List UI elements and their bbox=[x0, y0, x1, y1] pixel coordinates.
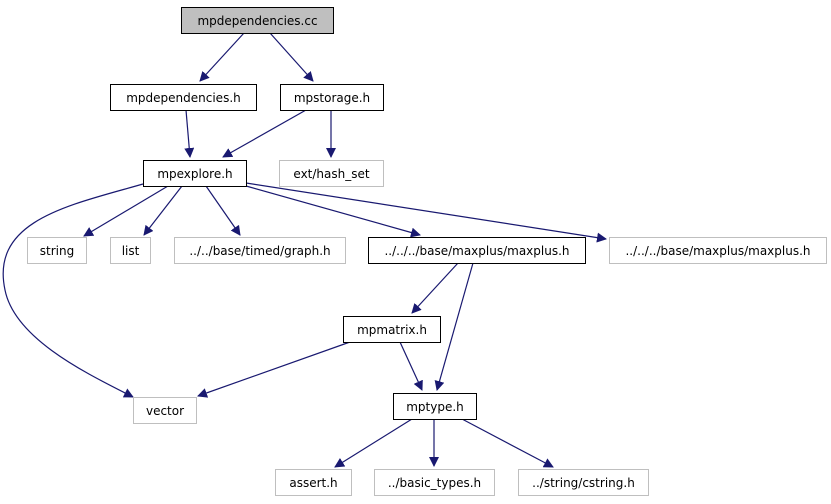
node-box bbox=[609, 237, 827, 264]
node-mpstorage-h[interactable]: mpstorage.h bbox=[280, 84, 384, 111]
node-label: mpmatrix.h bbox=[357, 323, 427, 337]
node-box bbox=[280, 84, 384, 111]
node-label: assert.h bbox=[289, 476, 337, 490]
node-box bbox=[181, 7, 334, 34]
node-label: ../../../base/maxplus/maxplus.h bbox=[384, 244, 569, 258]
nodes-layer: mpdependencies.cc mpdependencies.h mpstora… bbox=[27, 7, 827, 496]
node-box bbox=[275, 469, 352, 496]
node-label: ../../base/timed/graph.h bbox=[189, 244, 330, 258]
node-hash-set: ext/hash_set bbox=[279, 160, 384, 187]
node-box bbox=[174, 237, 346, 264]
node-box bbox=[110, 237, 151, 264]
edge-root-to-mpstorage_h bbox=[269, 32, 314, 82]
node-assert-h: assert.h bbox=[275, 469, 352, 496]
node-label: mpstorage.h bbox=[294, 91, 370, 105]
node-label: mptype.h bbox=[406, 400, 464, 414]
node-mpexplore-h[interactable]: mpexplore.h bbox=[143, 160, 247, 187]
node-box bbox=[133, 397, 197, 424]
node-box bbox=[518, 469, 649, 496]
node-box bbox=[279, 160, 384, 187]
edge-mpmatrix_h-to-mptype_h bbox=[399, 341, 423, 391]
edge-mpstorage_h-to-mpexplore_h bbox=[222, 109, 307, 158]
edge-mpexplore_h-to-list bbox=[143, 185, 183, 236]
node-string: string bbox=[27, 237, 87, 264]
node-cstring-h: ../string/cstring.h bbox=[518, 469, 649, 496]
node-mpmatrix-h[interactable]: mpmatrix.h bbox=[343, 316, 441, 343]
edge-mpmatrix_h-to-vector bbox=[197, 341, 351, 398]
edge-mpexplore_h-to-maxplus_doc bbox=[245, 185, 421, 238]
edge-mptype_h-to-assert_h bbox=[334, 418, 413, 468]
node-label: ../basic_types.h bbox=[388, 476, 481, 490]
node-box bbox=[143, 160, 247, 187]
edge-mpexplore_h-to-maxplus_ext bbox=[245, 182, 607, 243]
edges-layer bbox=[2, 32, 607, 468]
node-maxplus-ext: ../../../base/maxplus/maxplus.h bbox=[609, 237, 827, 264]
node-label: ext/hash_set bbox=[293, 167, 369, 181]
node-label: vector bbox=[146, 404, 184, 418]
node-basic-types-h: ../basic_types.h bbox=[374, 469, 495, 496]
node-mptype-h[interactable]: mptype.h bbox=[393, 393, 477, 420]
node-box bbox=[110, 84, 257, 111]
node-root[interactable]: mpdependencies.cc bbox=[181, 7, 334, 34]
node-mpdep-h[interactable]: mpdependencies.h bbox=[110, 84, 257, 111]
node-label: mpexplore.h bbox=[157, 167, 232, 181]
node-box bbox=[374, 469, 495, 496]
node-label: ../string/cstring.h bbox=[532, 476, 635, 490]
node-box bbox=[27, 237, 87, 264]
node-maxplus-doc[interactable]: ../../../base/maxplus/maxplus.h bbox=[368, 237, 586, 264]
node-box bbox=[368, 237, 586, 264]
edge-maxplus_doc-to-mptype_h bbox=[434, 262, 474, 391]
node-box bbox=[343, 316, 441, 343]
edge-maxplus_doc-to-mpmatrix_h bbox=[411, 262, 459, 314]
node-box bbox=[393, 393, 477, 420]
edge-mptype_h-to-cstring_h bbox=[461, 418, 554, 468]
edge-mpexplore_h-to-graph_h bbox=[205, 185, 241, 236]
node-list: list bbox=[110, 237, 151, 264]
node-label: ../../../base/maxplus/maxplus.h bbox=[625, 244, 810, 258]
node-label: list bbox=[122, 244, 140, 258]
edge-root-to-mpdep_h bbox=[199, 32, 245, 82]
edge-mpexplore_h-to-string bbox=[83, 185, 169, 237]
node-vector: vector bbox=[133, 397, 197, 424]
edge-mpexplore_h-to-vector bbox=[2, 183, 144, 398]
node-graph-h: ../../base/timed/graph.h bbox=[174, 237, 346, 264]
node-label: mpdependencies.cc bbox=[197, 14, 317, 28]
node-label: string bbox=[40, 244, 74, 258]
edge-mpdep_h-to-mpexplore_h bbox=[184, 109, 195, 158]
node-label: mpdependencies.h bbox=[126, 91, 241, 105]
